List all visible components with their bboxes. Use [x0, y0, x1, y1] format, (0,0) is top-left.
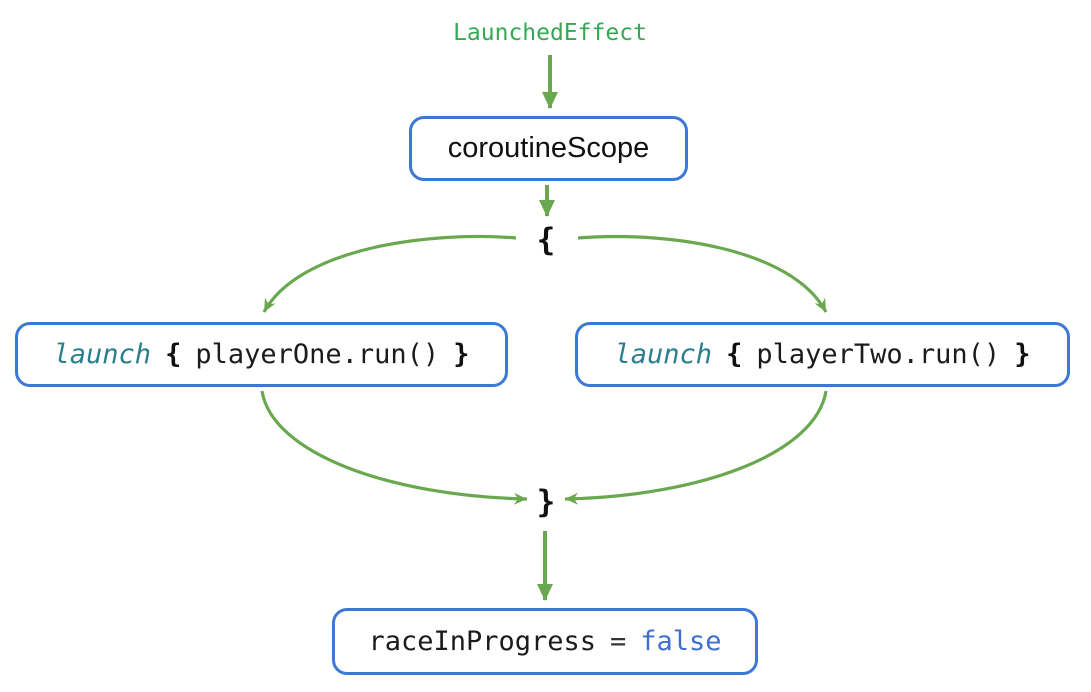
race-in-progress-node: raceInProgress = false — [332, 608, 758, 675]
open-brace-inline: { — [726, 339, 743, 370]
open-brace: { — [536, 222, 556, 258]
launched-effect-label: LaunchedEffect — [453, 20, 647, 46]
false-value: false — [640, 626, 722, 657]
curve-open-brace-to-launch-one — [262, 234, 517, 313]
curve-launch-two-to-close-brace — [564, 390, 828, 505]
curve-launch-one-to-close-brace — [260, 390, 528, 505]
launch-keyword: launch — [614, 339, 713, 370]
player-one-code: playerOne.run() — [195, 339, 440, 370]
close-brace-inline: } — [1014, 339, 1031, 370]
race-in-progress-code: raceInProgress — [368, 626, 597, 657]
equals-operator: = — [610, 626, 627, 657]
launch-player-two-node: launch { playerTwo.run() } — [575, 322, 1070, 387]
close-brace-inline: } — [453, 339, 470, 370]
curve-open-brace-to-launch-two — [577, 234, 828, 313]
open-brace-inline: { — [165, 339, 182, 370]
close-brace: } — [536, 484, 556, 520]
coroutine-scope-label: coroutineScope — [447, 132, 650, 164]
launch-player-one-node: launch { playerOne.run() } — [15, 322, 508, 387]
coroutine-scope-node: coroutineScope — [409, 116, 688, 181]
player-two-code: playerTwo.run() — [756, 339, 1001, 370]
launch-keyword: launch — [53, 339, 152, 370]
